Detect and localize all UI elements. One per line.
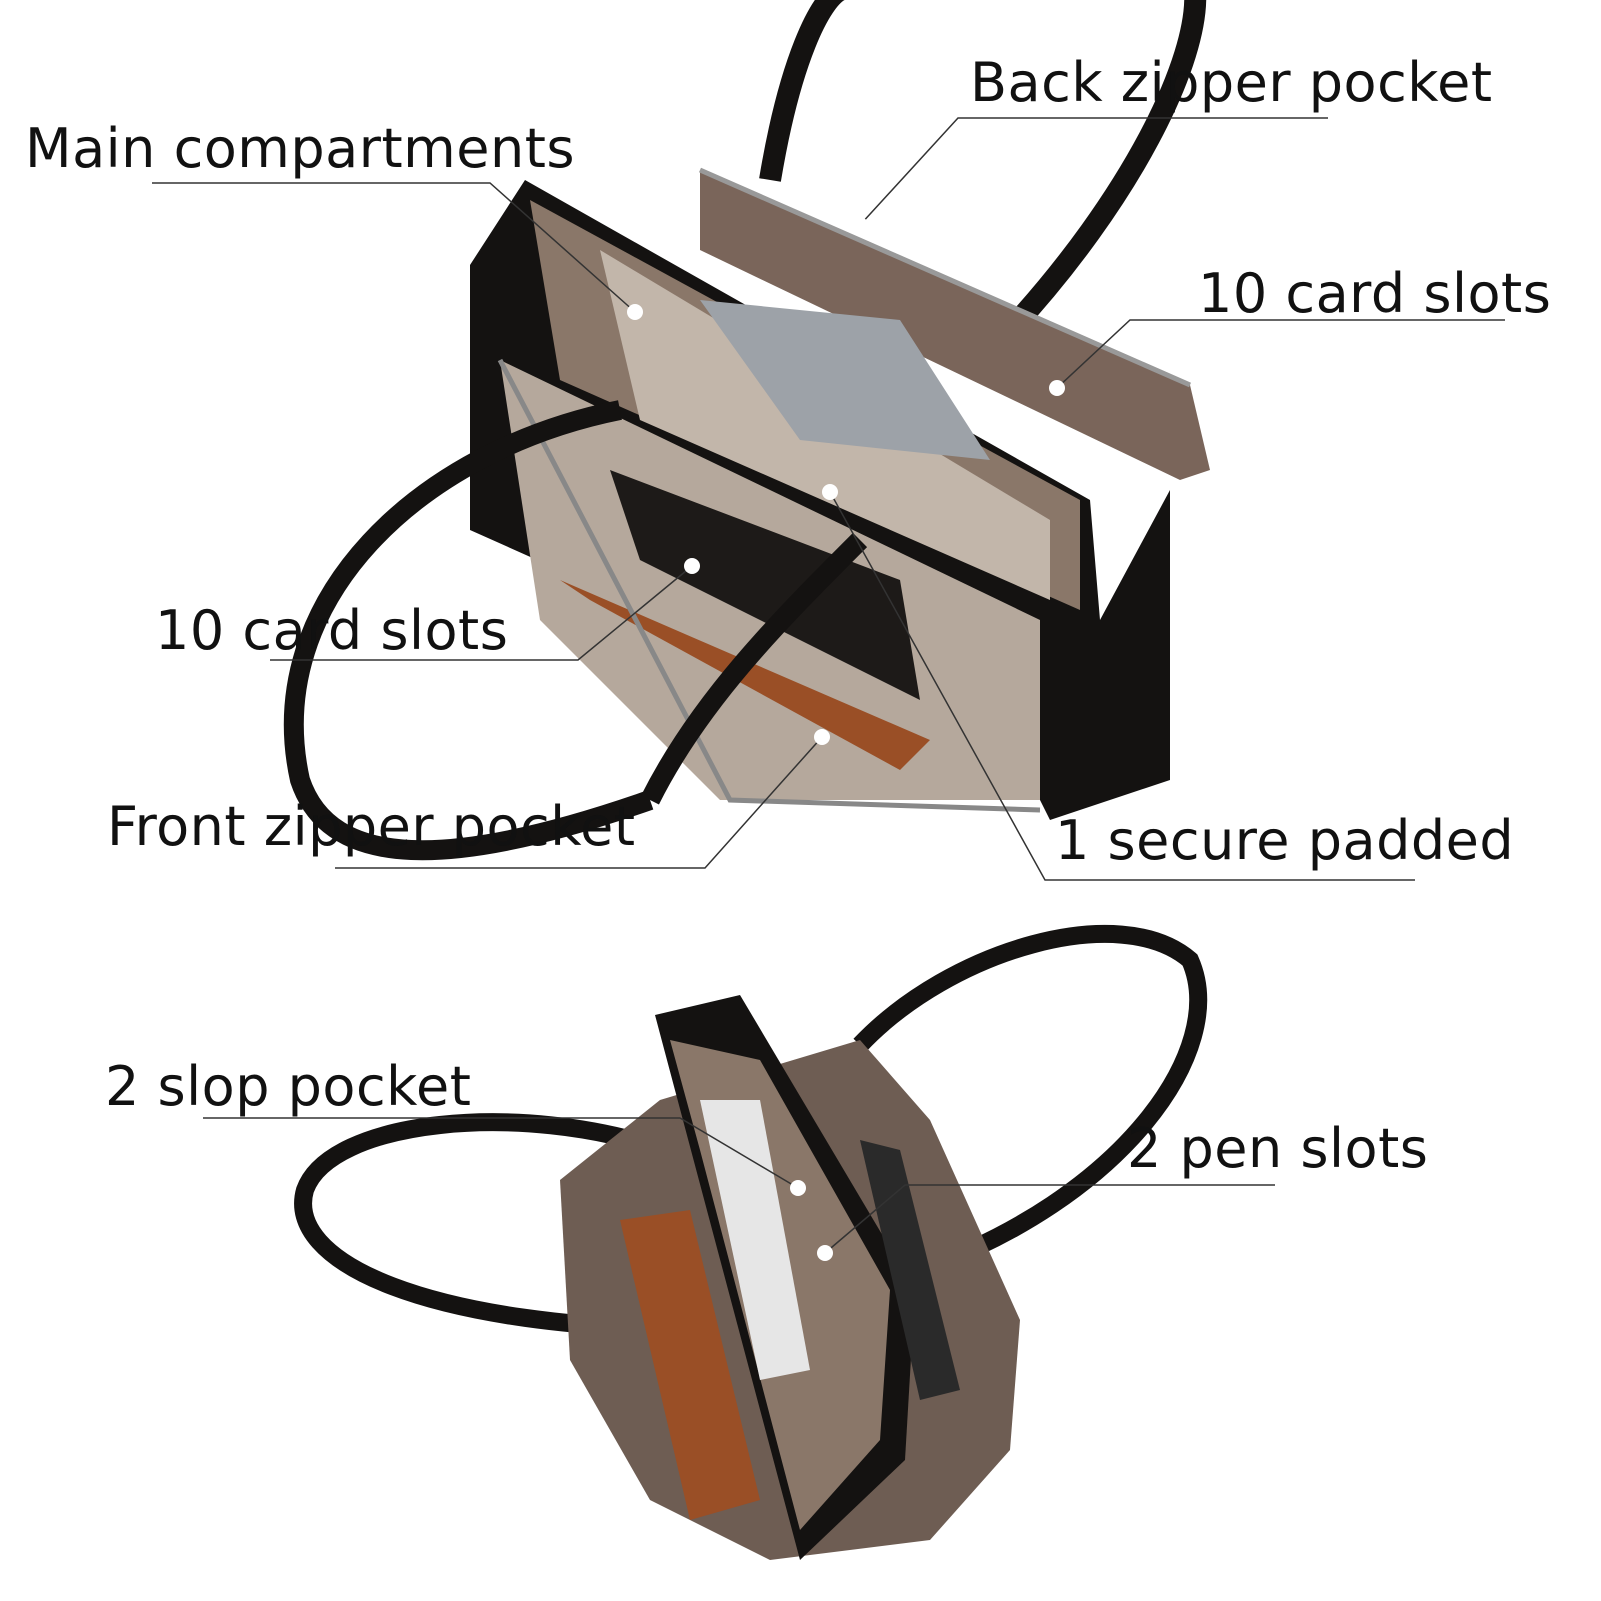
label-pen-slots: 2 pen slots — [1127, 1117, 1429, 1180]
leader-front-zipper — [335, 736, 823, 869]
callout-dots — [627, 217, 1065, 1261]
leader-lines — [152, 117, 1505, 1254]
leader-secure-padded — [829, 491, 1415, 881]
label-main-compartments: Main compartments — [25, 117, 576, 180]
leader-back-zipper — [859, 117, 1328, 226]
label-card-slots-left: 10 card slots — [155, 599, 509, 662]
leader-card-slots-left — [270, 565, 693, 661]
label-front-zipper-pocket: Front zipper pocket — [107, 795, 636, 858]
label-secure-padded: 1 secure padded — [1055, 809, 1515, 872]
bottom-bag-photo — [294, 924, 1208, 1560]
leader-pen-slots — [824, 1184, 1275, 1254]
leader-card-slots-right — [1056, 319, 1505, 389]
leader-main-compartments — [152, 182, 636, 313]
leader-slop-pocket — [203, 1117, 799, 1189]
label-slop-pocket: 2 slop pocket — [105, 1055, 472, 1118]
top-bag-photo — [283, 0, 1210, 861]
label-back-zipper-pocket: Back zipper pocket — [970, 51, 1493, 114]
label-card-slots-right: 10 card slots — [1198, 262, 1552, 325]
